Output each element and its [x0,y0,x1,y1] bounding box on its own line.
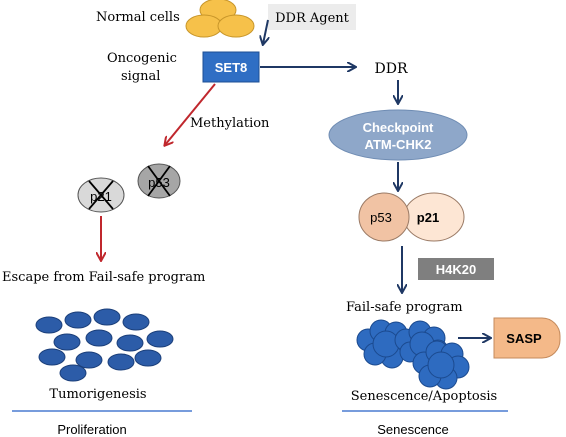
failsafe-label: Fail-safe program [346,300,463,315]
set8-box [202,51,260,83]
ddr-agent-box [268,4,356,30]
tumorigenesis-label: Tumorigenesis [49,387,146,402]
cross-mark-icon [147,165,171,197]
crossed-p21: p21 [77,177,125,213]
checkpoint-ellipse [328,109,468,161]
crossed-p53: p53 [137,163,181,199]
proliferation-label: Proliferation [57,422,126,437]
senescent-cells-clouds [356,319,470,390]
senescence-label: Senescence [377,422,449,437]
p53-complex-label: p53 [370,210,392,225]
senescence-apoptosis-label: Senescence/Apoptosis [351,389,497,404]
methylation-label: Methylation [190,116,270,131]
checkpoint-label-line1: Checkpoint [363,120,434,135]
cloud-icon [412,340,470,390]
escape-label: Escape from Fail-safe program [2,270,205,285]
crossed-p21-label: p21 [90,189,112,204]
checkpoint-label-line2: ATM-CHK2 [365,137,432,152]
ddr-agent-arrow [263,19,268,44]
cross-mark-icon [88,180,114,210]
ddr-label: DDR [375,61,408,77]
p53-complex-ellipse [358,192,410,242]
sasp-box [493,317,561,359]
p21-complex-label: p21 [417,210,439,225]
normal-cells-label: Normal cells [96,10,180,25]
methylation-arrow [165,83,216,145]
p53-p21-complex: p53 p21 [358,192,465,242]
oncogenic-label-line1: Oncogenic [107,51,177,66]
h4k20-label: H4K20 [436,262,476,277]
tumor-cells-cluster [35,308,174,382]
oncogenic-label-line2: signal [121,69,160,84]
normal-cells-icon [185,0,255,38]
ddr-agent-label: DDR Agent [275,11,350,26]
h4k20-box [418,258,494,280]
set8-label: SET8 [215,60,248,75]
sasp-label: SASP [506,331,542,346]
